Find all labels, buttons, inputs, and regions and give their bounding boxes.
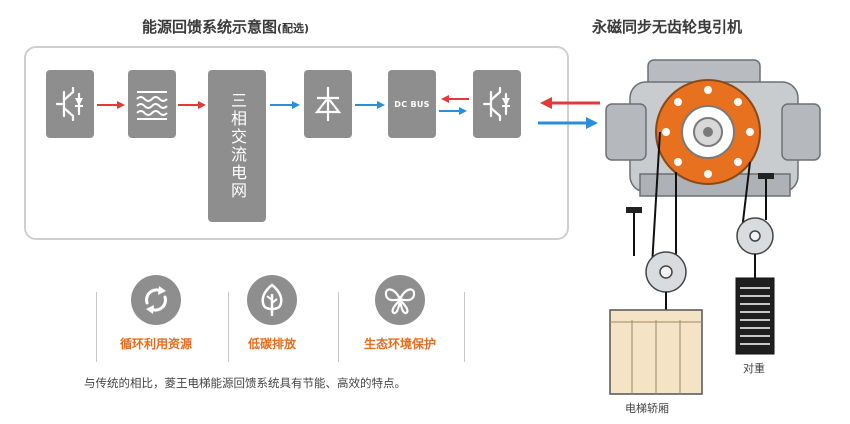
grid-label: 三相交流电网 — [228, 92, 247, 200]
rotor-disc — [655, 79, 761, 185]
feature-eco: 生态环境保护 — [345, 275, 455, 352]
igbt-icon — [482, 86, 510, 122]
filter-module — [128, 70, 176, 138]
igbt-module-left — [46, 70, 94, 138]
car-label: 电梯轿厢 — [625, 402, 669, 415]
elevator-car — [609, 309, 703, 395]
energy-feedback-panel: 三相交流电网 DC BUS — [24, 46, 569, 240]
big-arrow-red — [540, 97, 600, 109]
counterweight-label: 对重 — [743, 362, 765, 375]
arrow-blue-3 — [439, 107, 467, 115]
feature-low-carbon: 低碳排放 — [217, 275, 327, 352]
panel-title-text: 能源回馈系统示意图 — [142, 18, 278, 36]
counterweight — [735, 277, 775, 355]
tree-icon — [247, 275, 297, 325]
feature-low-carbon-label: 低碳排放 — [247, 337, 296, 351]
three-phase-grid: 三相交流电网 — [208, 70, 266, 222]
machine-title: 永磁同步无齿轮曳引机 — [592, 18, 743, 36]
arrow-red-2 — [178, 101, 206, 109]
recycle-icon — [131, 275, 181, 325]
rectifier-module — [304, 70, 352, 138]
igbt-icon — [55, 86, 83, 122]
diode-icon — [314, 87, 342, 121]
dc-bus-module: DC BUS — [388, 70, 436, 138]
butterfly-icon — [375, 275, 425, 325]
panel-title: 能源回馈系统示意图(配选) — [142, 16, 309, 37]
counterweight-sheave — [736, 217, 774, 278]
feature-eco-label: 生态环境保护 — [363, 337, 436, 351]
big-arrow-blue — [538, 117, 598, 129]
rope-hitch-right — [758, 173, 774, 179]
separator-3 — [338, 292, 339, 362]
arrow-red-1 — [97, 101, 125, 109]
arrow-red-3 — [441, 95, 469, 103]
traction-machine — [605, 59, 821, 395]
arrow-blue-1 — [270, 101, 300, 109]
separator-4 — [464, 292, 465, 362]
car-sheave — [645, 251, 687, 310]
hoist-ropes — [633, 131, 767, 267]
dc-bus-label: DC BUS — [394, 99, 430, 109]
feature-recycle: 循环利用资源 — [101, 275, 211, 352]
filter-wave-icon — [136, 91, 168, 120]
separator-1 — [96, 292, 97, 362]
igbt-module-right — [473, 70, 521, 138]
panel-title-note: (配选) — [277, 22, 310, 35]
feature-recycle-label: 循环利用资源 — [119, 337, 192, 351]
footnote: 与传统的相比，菱王电梯能源回馈系统具有节能、高效的特点。 — [84, 376, 406, 390]
rope-hitch-left — [626, 207, 642, 213]
separator-2 — [228, 292, 229, 362]
arrow-blue-2 — [355, 101, 385, 109]
